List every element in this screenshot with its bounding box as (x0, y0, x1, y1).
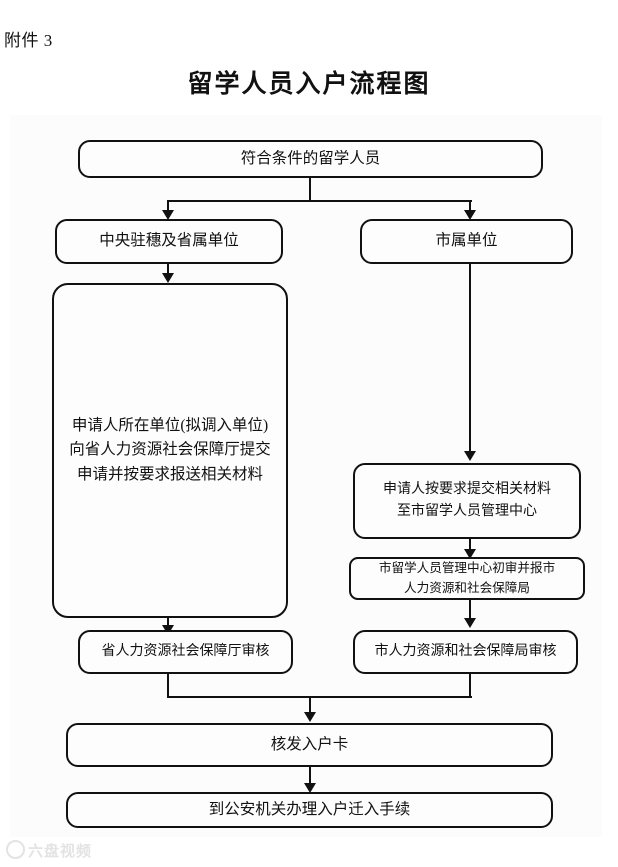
connector-merge-to-n9 (309, 696, 312, 716)
node-label-line-1: 市留学人员管理中心初审并报市 (378, 560, 556, 575)
node-label-line-2: 向省人力资源社会保障厅提交 (69, 441, 271, 459)
arrow-n3-to-n5 (464, 451, 476, 461)
node-city-review[interactable]: 市人力资源和社会保障局审核 (353, 630, 578, 674)
connector-to-city-unit (469, 200, 472, 214)
arrow-to-city-unit (464, 210, 476, 220)
node-central-provincial-unit[interactable]: 中央驻穗及省属单位 (55, 219, 283, 264)
watermark: 六盘视频 (6, 840, 92, 861)
connector-n1-stem (309, 178, 312, 202)
node-label-line-2: 至市留学人员管理中心 (397, 504, 537, 519)
watermark-logo-icon (6, 840, 25, 859)
node-label: 市人力资源和社会保障局审核 (374, 644, 557, 660)
node-city-application[interactable]: 申请人按要求提交相关材料 至市留学人员管理中心 (353, 463, 581, 539)
node-label-line-2: 人力资源和社会保障局 (404, 580, 530, 595)
node-label-line-1: 申请人所在单位(拟调入单位) (71, 417, 269, 435)
watermark-text: 六盘视频 (28, 844, 93, 860)
node-label-line-1: 申请人按要求提交相关材料 (383, 482, 551, 498)
page-title: 留学人员入户流程图 (187, 71, 431, 98)
connector-to-central-unit (167, 200, 170, 214)
connector-n2-to-n4 (167, 264, 170, 277)
arrow-n9-to-n10 (304, 783, 316, 793)
node-label-group: 申请人按要求提交相关材料 至市留学人员管理中心 (361, 479, 573, 522)
node-label: 符合条件的留学人员 (240, 149, 381, 167)
node-label-group: 申请人所在单位(拟调入单位) 向省人力资源社会保障厅提交 申请并按要求报送相关材… (60, 414, 280, 486)
arrow-n5-to-n6 (464, 549, 476, 559)
connector-n5-to-n6 (469, 539, 472, 553)
arrow-n6-to-n8 (464, 618, 476, 628)
arrow-to-central-unit (162, 210, 174, 220)
connector-n8-down (469, 674, 472, 698)
arrow-n2-to-n4 (162, 273, 174, 283)
node-label: 核发入户卡 (270, 735, 349, 753)
node-label-line-3: 申请并按要求报送相关材料 (76, 465, 263, 483)
attachment-label: 附件 3 (4, 31, 53, 50)
node-label: 市属单位 (435, 232, 498, 250)
node-eligible-students[interactable]: 符合条件的留学人员 (78, 140, 543, 178)
connector-n4-to-n7 (167, 618, 170, 630)
node-label: 中央驻穗及省属单位 (99, 232, 239, 250)
connector-n3-to-n5 (469, 264, 472, 455)
node-city-center-review[interactable]: 市留学人员管理中心初审并报市 人力资源和社会保障局 (349, 557, 585, 600)
node-issue-household-card[interactable]: 核发入户卡 (66, 723, 553, 767)
node-provincial-application[interactable]: 申请人所在单位(拟调入单位) 向省人力资源社会保障厅提交 申请并按要求报送相关材… (52, 283, 288, 618)
node-label: 到公安机关办理入户迁入手续 (208, 800, 411, 818)
node-city-unit[interactable]: 市属单位 (360, 219, 573, 264)
node-label: 省人力资源社会保障厅审核 (101, 644, 270, 660)
node-police-registration[interactable]: 到公安机关办理入户迁入手续 (66, 792, 553, 828)
arrow-merge-to-n9 (304, 712, 316, 722)
connector-n9-to-n10 (309, 767, 312, 787)
node-label-group: 市留学人员管理中心初审并报市 人力资源和社会保障局 (357, 559, 577, 598)
connector-n6-to-n8 (469, 600, 472, 622)
node-provincial-review[interactable]: 省人力资源社会保障厅审核 (78, 630, 293, 674)
connector-n7-down (167, 674, 170, 698)
connector-split-bar (167, 200, 472, 203)
connector-merge-bar (167, 696, 472, 699)
